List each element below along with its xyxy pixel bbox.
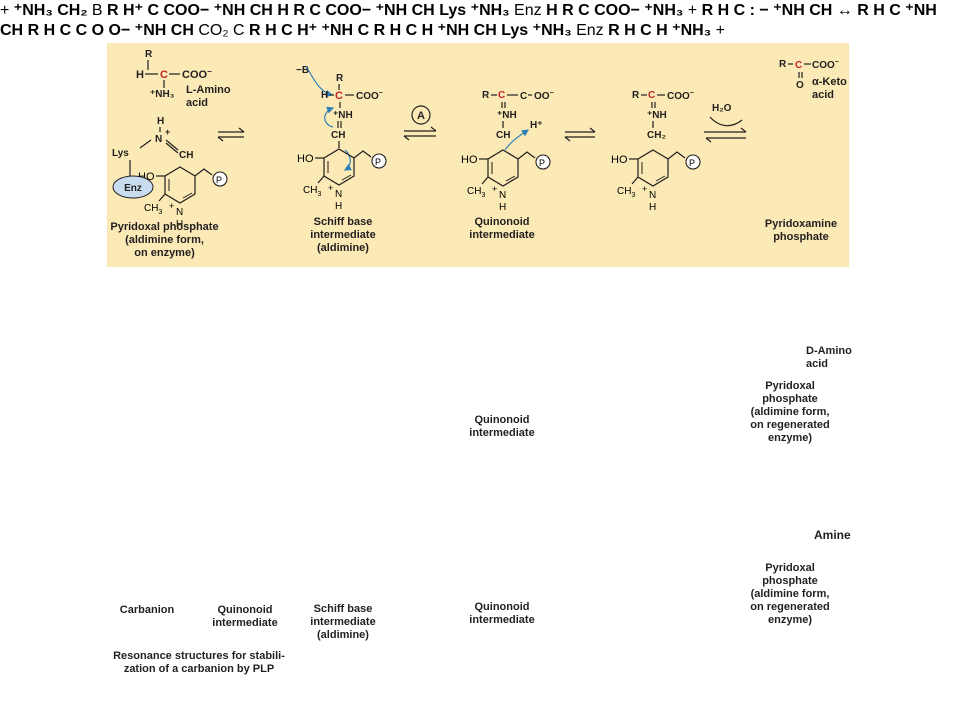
l-amino-acid-structure: R H C COO− ⁺NH₃ [136, 49, 212, 100]
d-amino-acid-label: D-Amino acid [806, 345, 852, 370]
svg-text:H: H [321, 90, 328, 101]
svg-text:⁺NH₃: ⁺NH₃ [150, 89, 175, 100]
carbanion-structure: R H C : − ⁺NH CH [701, 2, 833, 19]
schiff-base-top-label: Schiff base intermediate (aldimine) [310, 216, 376, 254]
quinonoid-structure-c: R H C H⁺ ⁺NH C [249, 22, 370, 39]
schiff-base-structure-c: R H C C O O− ⁺NH CH [27, 22, 194, 39]
resonance-arrow: ↔ [836, 2, 853, 19]
svg-text:+: + [165, 127, 170, 137]
svg-text:⁺NH: ⁺NH [333, 110, 353, 121]
svg-text:R: R [779, 59, 787, 70]
enzyme-ellipse-c: Enz R H C H ⁺NH₃ Amine + Pyridoxal phosp… [576, 22, 851, 626]
marker-a [411, 105, 431, 125]
svg-text:R: R [482, 90, 490, 101]
l-amino-acid-label: L-Amino acid [186, 84, 231, 109]
resonance-caption: Resonance structures for stabili- zation… [113, 650, 285, 675]
plp-enzyme-structure: H N + CH Lys [112, 116, 228, 231]
plp-regenerated-c-label: Pyridoxal phosphate (aldimine form, on r… [750, 562, 830, 626]
svg-text:COO−: COO− [182, 67, 212, 81]
svg-text:C: C [795, 60, 802, 71]
quinonoid-b-label: Quinonoid intermediate [469, 414, 535, 439]
svg-text:C: C [648, 90, 655, 101]
equilibrium-arrow-1 [217, 127, 245, 142]
quinonoid-a-label: Quinonoid intermediate [469, 216, 535, 241]
marker-c: C R H C H⁺ ⁺NH C Quinonoid intermediate … [233, 22, 851, 626]
co2-label: CO₂ [198, 22, 229, 39]
marker-c-label: C [233, 22, 245, 39]
water-label: H₂O [712, 103, 732, 114]
svg-text:⁺NH: ⁺NH [647, 110, 667, 121]
svg-text:COO−: COO− [812, 59, 839, 71]
plus-c: + [715, 22, 725, 39]
amine-structure: R H C H ⁺NH₃ [608, 22, 712, 39]
pmp-label: Pyridoxamine phosphate [764, 218, 838, 243]
svg-text:OO−: OO− [534, 90, 554, 102]
svg-text:COO−: COO− [356, 90, 383, 102]
enzyme-ellipse [112, 175, 154, 199]
lys-enzyme-c: Lys ⁺NH₃ [501, 22, 572, 39]
resonance-box: R H C : − ⁺NH CH ↔ R H C ⁺NH CH Carbanio… [0, 2, 937, 675]
enzyme-ellipse-b: Enz H R C COO− ⁺NH₃ D-Amino acid + Pyrid… [0, 2, 937, 675]
enzyme-label-c: Enz [576, 22, 604, 39]
svg-text:R: R [145, 49, 153, 60]
svg-text:R: R [632, 90, 640, 101]
keto-acid-name: α-Keto acid [812, 76, 847, 101]
plp-regenerated-b-label: Pyridoxal phosphate (aldimine form, on r… [750, 380, 830, 444]
plus-top: + [0, 2, 10, 19]
amine-aldimine-structure: R H C H ⁺NH CH [373, 22, 497, 39]
quinonoid-resonance-label: Quinonoid intermediate [212, 604, 278, 629]
plp-aldimine-label: Pyridoxal phosphate (aldimine form, on e… [110, 221, 219, 259]
svg-text:CH: CH [496, 130, 510, 141]
svg-text:CH: CH [179, 150, 193, 161]
quinonoid-resonance-structure: R H C ⁺NH CH [0, 2, 937, 39]
lys-enzyme-b: Lys ⁺NH₃ [439, 2, 510, 19]
carbanion-label: Carbanion [119, 604, 175, 616]
svg-text:R: R [336, 73, 344, 84]
d-aldimine-structure: H R C COO− ⁺NH CH [277, 2, 435, 19]
svg-text:CH: CH [331, 130, 345, 141]
schiff-base-structure-top: −B R H C COO− ⁺NH CH [296, 65, 387, 213]
schiff-base-c-label: Schiff base intermediate (aldimine) [310, 603, 376, 641]
equilibrium-arrow-3 [564, 127, 596, 142]
enzyme-label: Enz [124, 183, 142, 194]
resonance-divider: Resonance structures for stabili- zation… [27, 22, 851, 675]
svg-text:Lys: Lys [112, 148, 129, 159]
svg-text:C: C [160, 69, 168, 81]
svg-text:H: H [136, 69, 144, 81]
keto-acid-structure: R C COO− O [779, 59, 839, 91]
svg-text:C: C [520, 91, 527, 102]
svg-text:COO−: COO− [667, 90, 694, 102]
quinonoid-c-label: Quinonoid intermediate [469, 601, 535, 626]
hydrolysis-arrow [704, 116, 747, 143]
pmp-structure: ⁺NH₃ CH₂ [13, 2, 88, 19]
svg-text:H: H [157, 116, 164, 127]
svg-text:−B: −B [296, 65, 309, 76]
svg-text:CH₂: CH₂ [647, 130, 666, 141]
d-amino-acid-structure: H R C COO− ⁺NH₃ [546, 2, 684, 19]
equilibrium-arrow-a [403, 126, 437, 141]
marker-b-label: B [91, 2, 103, 19]
amine-label: Amine [814, 528, 851, 542]
plus-b: + [687, 2, 698, 19]
marker-a-label: A [417, 110, 425, 122]
svg-text:C: C [335, 90, 343, 102]
highlight-panel [107, 43, 849, 267]
ketimine-structure: R C COO− ⁺NH CH₂ [610, 90, 701, 214]
quinonoid-structure-b: R H⁺ C COO− ⁺NH CH [107, 2, 273, 19]
svg-text:C: C [498, 90, 505, 101]
svg-text:H⁺: H⁺ [530, 120, 543, 131]
quinonoid-structure-a: R C C OO− ⁺NH CH H⁺ [460, 90, 554, 214]
svg-text:N: N [155, 134, 162, 145]
svg-text:O: O [796, 80, 804, 91]
enzyme-label-b: Enz [514, 2, 542, 19]
svg-text:⁺NH: ⁺NH [497, 110, 517, 121]
marker-b: B R H⁺ C COO− ⁺NH CH Quinonoid intermedi… [0, 2, 937, 675]
